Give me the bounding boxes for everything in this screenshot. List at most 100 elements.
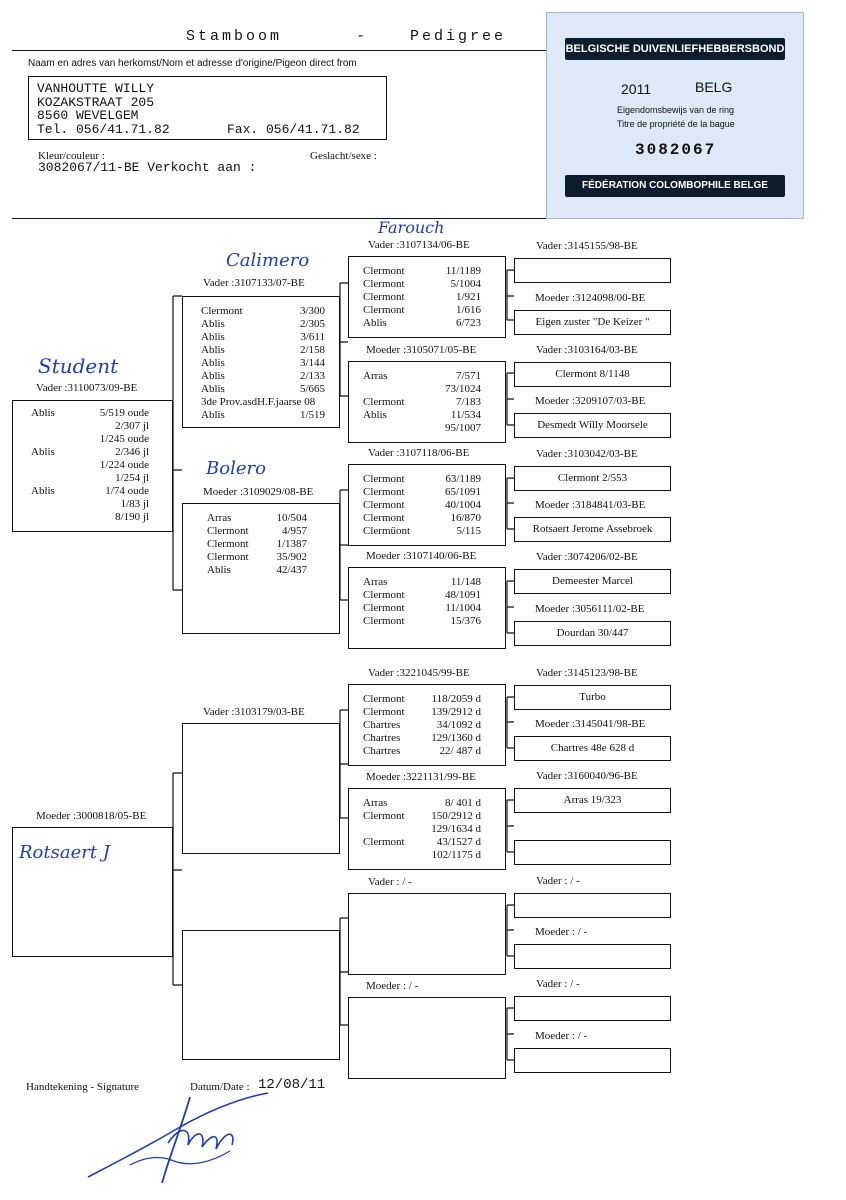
stamp-top-band: BELGISCHE DUIVENLIEFHEBBERSBOND: [565, 38, 785, 60]
gen4-text-7: Dourdan 30/447: [556, 627, 629, 639]
gen4-box-13: [514, 944, 671, 969]
date-value: 12/08/11: [258, 1077, 326, 1093]
result-place: Clermont: [363, 278, 405, 290]
mothers-sire-label: Vader :3103179/03-BE: [203, 706, 305, 718]
result-place: Clermont: [363, 473, 405, 485]
owner-tel: Tel. 056/41.71.82: [37, 121, 170, 137]
gen4-label-3: Moeder :3209107/03-BE: [535, 395, 646, 407]
result-place: Clermont: [363, 810, 405, 822]
result-place: [363, 422, 445, 435]
result-row: Clermont 150/2912 d: [363, 810, 481, 823]
gen4-label-15: Moeder : / -: [535, 1030, 588, 1042]
result-rank: 1/245 oude: [99, 433, 149, 445]
result-rank: 1/224 oude: [99, 459, 149, 471]
title-stamboom: Stamboom: [186, 28, 283, 45]
result-rank: 5/1004: [450, 278, 481, 290]
result-place: [363, 383, 445, 396]
owner-street: KOZAKSTRAAT 205: [37, 94, 155, 110]
sire-label: Vader :3107133/07-BE: [203, 277, 305, 289]
gen4-box-8: Turbo: [514, 685, 671, 710]
result-rank: 1/616: [455, 304, 481, 316]
gen4-label-7: Moeder :3056111/02-BE: [535, 603, 645, 615]
gen4-label-14: Vader : / -: [536, 978, 580, 990]
result-place: Chartres: [363, 745, 401, 757]
result-rank: 118/2059 d: [431, 693, 481, 705]
result-place: [363, 823, 431, 836]
gen4-box-6: Demeester Marcel: [514, 569, 671, 594]
handwritten-signature: [87, 1092, 269, 1184]
gen3-label-0: Vader :3107134/06-BE: [368, 239, 470, 251]
gen4-text-2: Clermont 8/1148: [555, 368, 630, 380]
gen3-box-6: [348, 893, 506, 975]
gen4-label-9: Moeder :3145041/98-BE: [535, 718, 646, 730]
result-place: Clermont: [363, 706, 405, 718]
result-place: Ablis: [363, 317, 387, 329]
gen4-label-12: Vader : / -: [536, 875, 580, 887]
mothers-sire-box: [182, 723, 340, 854]
result-rank: 4/957: [281, 525, 307, 537]
result-rank: 102/1175 d: [431, 849, 481, 861]
result-row: Clermont 65/1091: [363, 486, 481, 499]
stamp-bottom-band: FÉDÉRATION COLOMBOPHILE BELGE: [565, 175, 785, 197]
mothers-dam-box: [182, 930, 340, 1060]
gen4-box-5: Rotsaert Jerome Assebroek: [514, 517, 671, 542]
gen4-text-1: Eigen zuster "De Keizer ": [535, 316, 650, 328]
stamp-year: 2011: [621, 81, 652, 97]
gen4-box-2: Clermont 8/1148: [514, 362, 671, 387]
gen4-box-12: [514, 893, 671, 918]
stamp-ring-number: 3082067: [635, 141, 717, 159]
result-place: [31, 511, 115, 524]
mother-handwritten-name: Rotsaert J: [19, 842, 111, 863]
result-rank: 10/504: [276, 512, 307, 524]
mother-label: Moeder :3000818/05-BE: [36, 810, 147, 822]
gen3-label-3: Moeder :3107140/06-BE: [366, 550, 477, 562]
result-rank: 42/437: [276, 564, 307, 576]
header-rule: [12, 218, 546, 219]
sex-label: Geslacht/sexe :: [310, 150, 377, 162]
result-place: Arras: [363, 370, 388, 382]
result-rank: 35/902: [276, 551, 307, 563]
color-label: Kleur/couleur :: [38, 150, 105, 162]
gen4-box-4: Clermont 2/553: [514, 466, 671, 491]
result-row: 8/190 jl: [31, 511, 149, 524]
result-place: Ablis: [201, 344, 225, 356]
result-rank: 5/519 oude: [99, 407, 149, 419]
result-place: Ablis: [31, 446, 55, 458]
result-place: 3de Prov.asdH.F.jaarse 08: [201, 396, 316, 408]
result-place: Clermont: [363, 615, 405, 627]
gen4-text-8: Turbo: [579, 691, 606, 703]
result-place: Clermont: [363, 499, 405, 511]
gen3-label-7: Moeder : / -: [366, 980, 419, 992]
result-place: Clermont: [363, 836, 405, 848]
result-place: Clermont: [363, 396, 405, 408]
result-place: Clermont: [363, 486, 405, 498]
gen3-label-1: Moeder :3105071/05-BE: [366, 344, 477, 356]
result-place: Clermont: [363, 291, 405, 303]
result-rank: 65/1091: [444, 486, 481, 498]
result-place: Clermont: [363, 589, 405, 601]
result-rank: 11/1004: [445, 602, 481, 614]
result-rank: 150/2912 d: [431, 810, 481, 822]
result-rank: 1/83 jl: [120, 498, 149, 510]
result-rank: 1/74 oude: [105, 485, 149, 497]
result-place: Ablis: [201, 357, 225, 369]
